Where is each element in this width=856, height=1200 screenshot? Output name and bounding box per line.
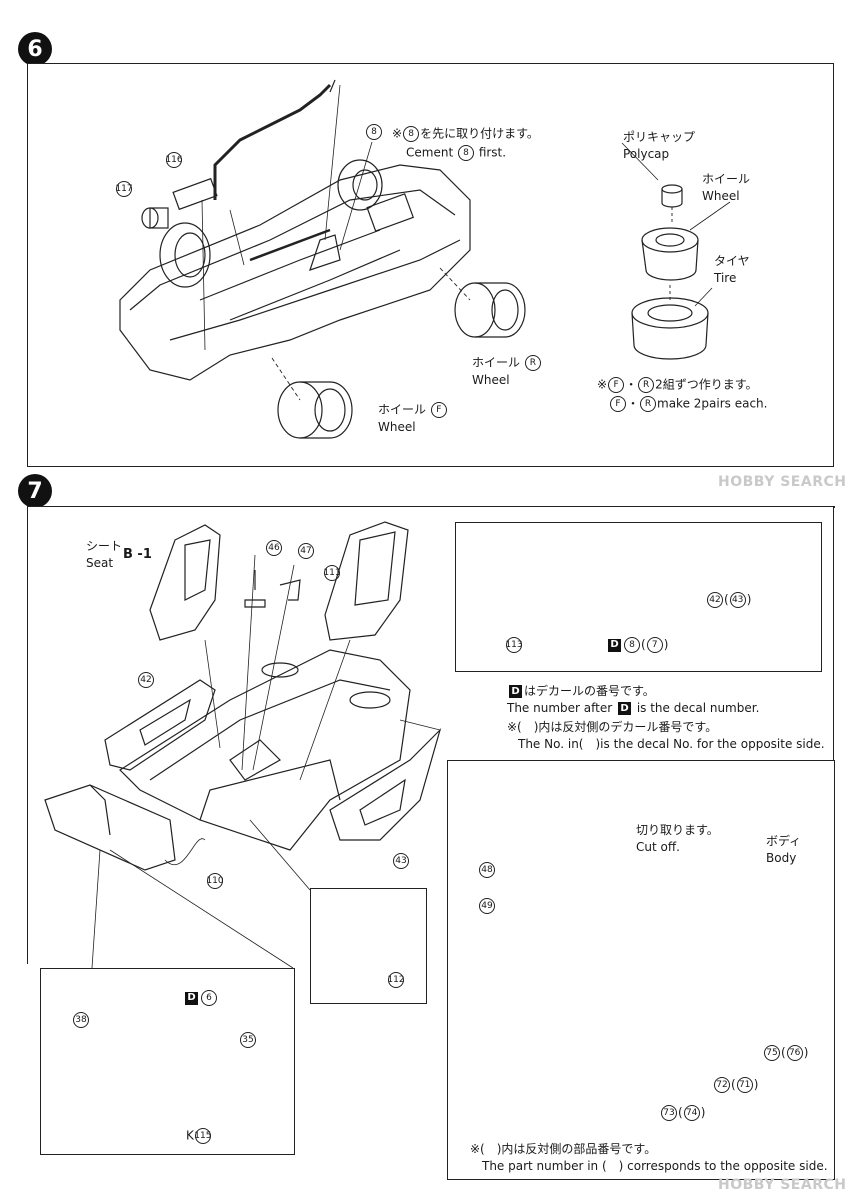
part-46: 46	[265, 540, 283, 556]
console-inset	[40, 968, 295, 1155]
step6-part-116: 116	[165, 152, 183, 168]
door-part-42-43: 42(43)	[706, 592, 751, 608]
step-7-badge: 7	[18, 474, 52, 508]
floor-detail-inset	[310, 888, 427, 1004]
part-47: 47	[297, 543, 315, 559]
step-7-left-border	[27, 506, 28, 964]
chassis-illustration	[119, 79, 526, 439]
door-part-113: 113	[505, 637, 523, 653]
tire-label-en: Tire	[714, 271, 737, 285]
part-number-note-jp: ※( )内は反対側の部品番号です。	[470, 1142, 657, 1156]
wheel-label-jp: ホイール	[702, 172, 751, 186]
seat-label-en: Seat	[86, 556, 114, 570]
seat-part-code: B -1	[123, 547, 152, 562]
step6-part-8-callout: 8	[365, 124, 383, 140]
cut-label-en: Cut off.	[636, 840, 680, 854]
step-6-badge: 6	[18, 32, 52, 66]
step-7-right-border	[833, 506, 834, 760]
part-111: 111	[323, 565, 341, 581]
part-72-71: 72(71)	[713, 1077, 758, 1093]
part-42: 42	[137, 672, 155, 688]
tire-label-jp: タイヤ	[714, 254, 750, 268]
wheel-f-label: ホイール F	[378, 402, 448, 418]
polycap-label-en: Polycap	[623, 147, 670, 161]
wheel-r-label-en: Wheel	[472, 373, 510, 387]
body-label-jp: ボディ	[766, 834, 802, 848]
cut-label-jp: 切り取ります。	[636, 823, 719, 837]
part-48: 48	[478, 862, 496, 878]
decal-note-en: The number after D is the decal number.	[507, 701, 760, 715]
seat-label-jp: シート	[86, 539, 123, 553]
opposite-note-en: The No. in( )is the decal No. for the op…	[518, 737, 825, 751]
opposite-note-jp: ※( )内は反対側のデカール番号です。	[507, 720, 718, 734]
polycap-label-jp: ポリキャップ	[623, 130, 696, 144]
watermark-top: HOBBY SEARCH	[718, 474, 847, 490]
part-110: 110	[206, 873, 224, 889]
part-35: 35	[239, 1032, 257, 1048]
step-8-panel	[447, 760, 835, 1180]
part-k115: K115	[186, 1128, 212, 1144]
step-7-panel	[27, 506, 835, 508]
part-112: 112	[387, 972, 405, 988]
part-75-76: 75(76)	[763, 1045, 808, 1061]
part-73-74: 73(74)	[660, 1105, 705, 1121]
wheel-r-label: ホイール R	[472, 355, 542, 371]
part-43: 43	[392, 853, 410, 869]
step6-note-en: Cement 8 first.	[406, 145, 507, 161]
wheel-f-label-en: Wheel	[378, 420, 416, 434]
part-38: 38	[72, 1012, 90, 1028]
watermark-bottom: HOBBY SEARCH	[718, 1177, 847, 1193]
part-number-note-en: The part number in ( ) corresponds to th…	[482, 1159, 828, 1173]
body-label-en: Body	[766, 851, 797, 865]
step6-part-117: 117	[115, 181, 133, 197]
wheel-detail-illustration	[621, 142, 731, 360]
part-49: 49	[478, 898, 496, 914]
wheel-label-en: Wheel	[702, 189, 740, 203]
